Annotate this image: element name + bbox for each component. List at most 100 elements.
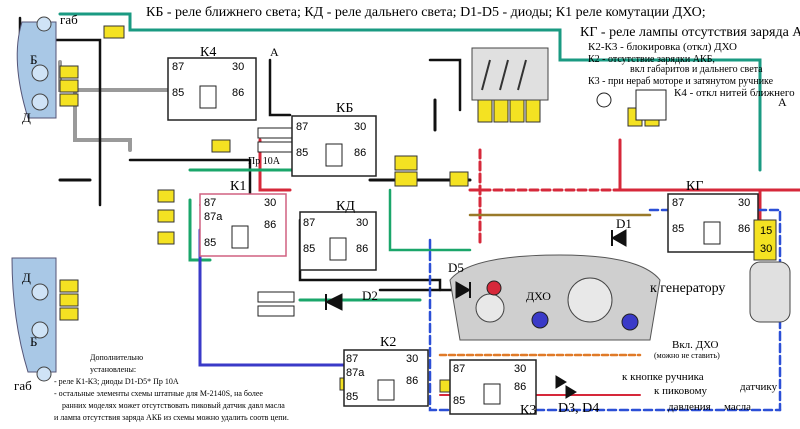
connector xyxy=(103,25,125,39)
plus-a-right: А xyxy=(778,95,787,109)
diode-d1 xyxy=(610,229,627,247)
to-generator-label: к генератору xyxy=(650,281,725,296)
to-handbrake-label: к кнопке ручника xyxy=(622,371,704,383)
legend-k2k3: К2-К3 - блокировка (откл) ДХО xyxy=(588,41,737,53)
plus-a-left: А xyxy=(270,45,279,59)
label-gab-bottom: габ xyxy=(14,378,32,393)
svg-text:30: 30 xyxy=(406,353,418,365)
component-labels: А А D1 D2 D5 D3, D4 к генератору Вкл. ДХ… xyxy=(270,45,787,416)
connector xyxy=(59,93,79,107)
connector xyxy=(493,99,509,123)
svg-text:87: 87 xyxy=(346,353,358,365)
svg-text:87а: 87а xyxy=(346,367,365,379)
to-oil-label: к пиковому xyxy=(654,385,708,397)
svg-text:87: 87 xyxy=(453,363,465,375)
relay-kb: КБ 87 30 85 86 xyxy=(291,101,377,177)
svg-text:30: 30 xyxy=(356,217,368,229)
diodes xyxy=(324,229,627,399)
svg-text:30: 30 xyxy=(354,121,366,133)
legend-k4: К4 - откл нитей ближнего xyxy=(674,87,795,99)
note-title2: установлены: xyxy=(90,365,136,374)
legend-k2a: К2 - отсутствие зарядки АКБ, xyxy=(588,54,715,65)
sensor-label: датчику xyxy=(740,381,778,393)
connector xyxy=(157,231,175,245)
fuse-label: Пр 10А xyxy=(248,156,281,167)
wire-black-7 xyxy=(428,58,462,112)
relay-kd-title: КД xyxy=(336,199,355,214)
relay-k4: К4 87 30 85 86 xyxy=(167,45,257,121)
svg-text:85: 85 xyxy=(172,87,184,99)
relay-kg-title: КГ xyxy=(686,179,703,194)
wire-gray-k4 xyxy=(73,88,132,152)
wire-blue-1 xyxy=(198,228,402,367)
diode-d4 xyxy=(565,385,577,399)
note-l1: - реле К1-К3; диоды D1-D5* Пр 10А xyxy=(54,377,179,386)
connector xyxy=(59,293,79,307)
note-l2: - остальные элементы схемы штатные для М… xyxy=(54,389,263,398)
connector xyxy=(157,209,175,223)
fuse xyxy=(257,291,295,303)
note-l4: и лампа отсутствия заряда АКБ из схемы м… xyxy=(54,413,289,422)
svg-text:86: 86 xyxy=(514,381,526,393)
svg-text:30: 30 xyxy=(264,197,276,209)
connector xyxy=(59,79,79,93)
svg-text:87: 87 xyxy=(672,197,684,209)
svg-text:86: 86 xyxy=(738,223,750,235)
connector xyxy=(509,99,525,123)
dho-label: ДХО xyxy=(526,289,551,303)
connector xyxy=(394,155,418,171)
wire-green-4 xyxy=(388,188,472,252)
wire-teal-top xyxy=(58,12,762,172)
wire-blue-2 xyxy=(428,238,782,412)
label-d-top: Д xyxy=(22,110,31,125)
note-l3: ранних моделях может отсутствовать пиков… xyxy=(62,401,285,410)
relay-k4-title: К4 xyxy=(200,45,216,60)
svg-text:15: 15 xyxy=(760,225,772,237)
relay-kd: КД 87 30 85 86 xyxy=(299,199,377,271)
diode-d3 xyxy=(555,375,567,389)
note-block: Дополнительно установлены: - реле К1-К3;… xyxy=(54,353,289,422)
svg-text:86: 86 xyxy=(406,375,418,387)
legend-kg: КГ - реле лампы отсутствия заряда АКБ xyxy=(580,25,800,40)
relay-k2-title: К2 xyxy=(380,335,396,350)
relay-kb-title: КБ xyxy=(336,101,353,116)
svg-text:87: 87 xyxy=(172,61,184,73)
connector xyxy=(394,171,418,187)
wire-green-2 xyxy=(188,198,212,262)
headlight-top: габ Б Д xyxy=(16,12,78,125)
label-d1: D1 xyxy=(616,216,632,231)
svg-text:87а: 87а xyxy=(204,211,223,223)
label-d2: D2 xyxy=(362,288,378,303)
svg-text:86: 86 xyxy=(232,87,244,99)
relay-kg: КГ 87 30 85 86 xyxy=(667,179,759,253)
svg-text:85: 85 xyxy=(303,243,315,255)
svg-text:85: 85 xyxy=(453,395,465,407)
connector xyxy=(157,189,175,203)
label-b-bottom: Б xyxy=(30,334,37,349)
svg-text:85: 85 xyxy=(204,237,216,249)
legend-text: КБ - реле ближнего света; КД - реле даль… xyxy=(146,5,800,99)
relay-k3: 87 30 85 86 К3 xyxy=(449,359,537,418)
svg-text:86: 86 xyxy=(354,147,366,159)
k4-lamp-block xyxy=(596,89,667,121)
wires xyxy=(18,12,800,412)
svg-text:30: 30 xyxy=(232,61,244,73)
wire-black-3 xyxy=(268,58,292,117)
fuse xyxy=(257,305,295,317)
label-d3d4: D3, D4 xyxy=(558,401,599,416)
fuse xyxy=(257,141,295,153)
connector xyxy=(211,139,231,153)
switch-block xyxy=(471,47,549,101)
svg-text:87: 87 xyxy=(204,197,216,209)
relay-k1-title: К1 xyxy=(230,179,246,194)
relay-k3-title: К3 xyxy=(520,403,536,418)
svg-text:85: 85 xyxy=(346,391,358,403)
label-b-top: Б xyxy=(30,52,37,67)
label-d5: D5 xyxy=(448,260,464,275)
svg-text:86: 86 xyxy=(264,219,276,231)
label-gab-top: габ xyxy=(60,12,78,27)
svg-text:86: 86 xyxy=(356,243,368,255)
svg-text:30: 30 xyxy=(514,363,526,375)
fuse xyxy=(257,127,295,139)
